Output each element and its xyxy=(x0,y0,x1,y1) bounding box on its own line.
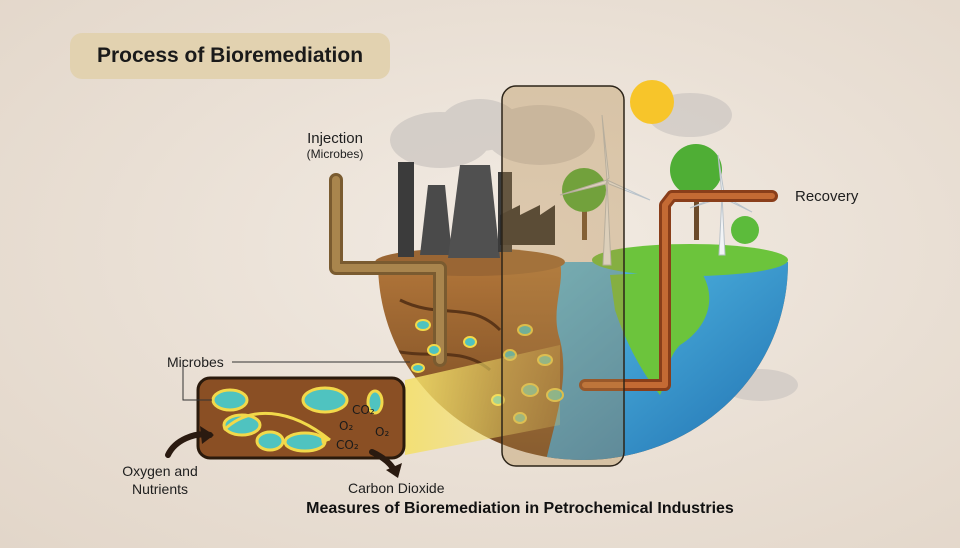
o2-formula-left: O₂ xyxy=(339,419,354,433)
carbon-dioxide-arrow xyxy=(369,449,402,478)
tree-icon xyxy=(562,144,759,244)
injection-subtext: (Microbes) xyxy=(306,147,364,161)
page-title: Process of Bioremediation xyxy=(70,33,390,79)
carbon-dioxide-label: Carbon Dioxide xyxy=(348,480,445,496)
highlight-band xyxy=(501,85,625,467)
oxygen-arrow xyxy=(165,426,214,458)
oxygen-nutrients-line1: Oxygen and xyxy=(122,463,198,479)
recovery-label: Recovery xyxy=(795,188,859,205)
magnifier-beam xyxy=(405,345,560,455)
co2-formula-bottom: CO₂ xyxy=(336,438,359,452)
o2-formula-right: O₂ xyxy=(375,425,390,439)
microbe-inset xyxy=(196,376,406,460)
microbes-label: Microbes xyxy=(167,354,224,370)
factory-icon xyxy=(398,162,555,258)
grass-surface xyxy=(592,244,788,276)
co2-formula-top: CO₂ xyxy=(352,403,375,417)
sun-icon xyxy=(630,80,674,124)
diagram-caption: Measures of Bioremediation in Petrochemi… xyxy=(306,500,734,517)
microbes-inset-leader xyxy=(182,360,212,401)
injection-text: Injection xyxy=(307,130,363,147)
injection-pipe xyxy=(329,173,447,367)
recovery-pipe xyxy=(579,190,778,391)
oxygen-nutrients-label: Oxygen and Nutrients xyxy=(108,462,212,498)
injection-label: Injection (Microbes) xyxy=(295,130,375,161)
oxygen-nutrients-line2: Nutrients xyxy=(131,481,189,497)
